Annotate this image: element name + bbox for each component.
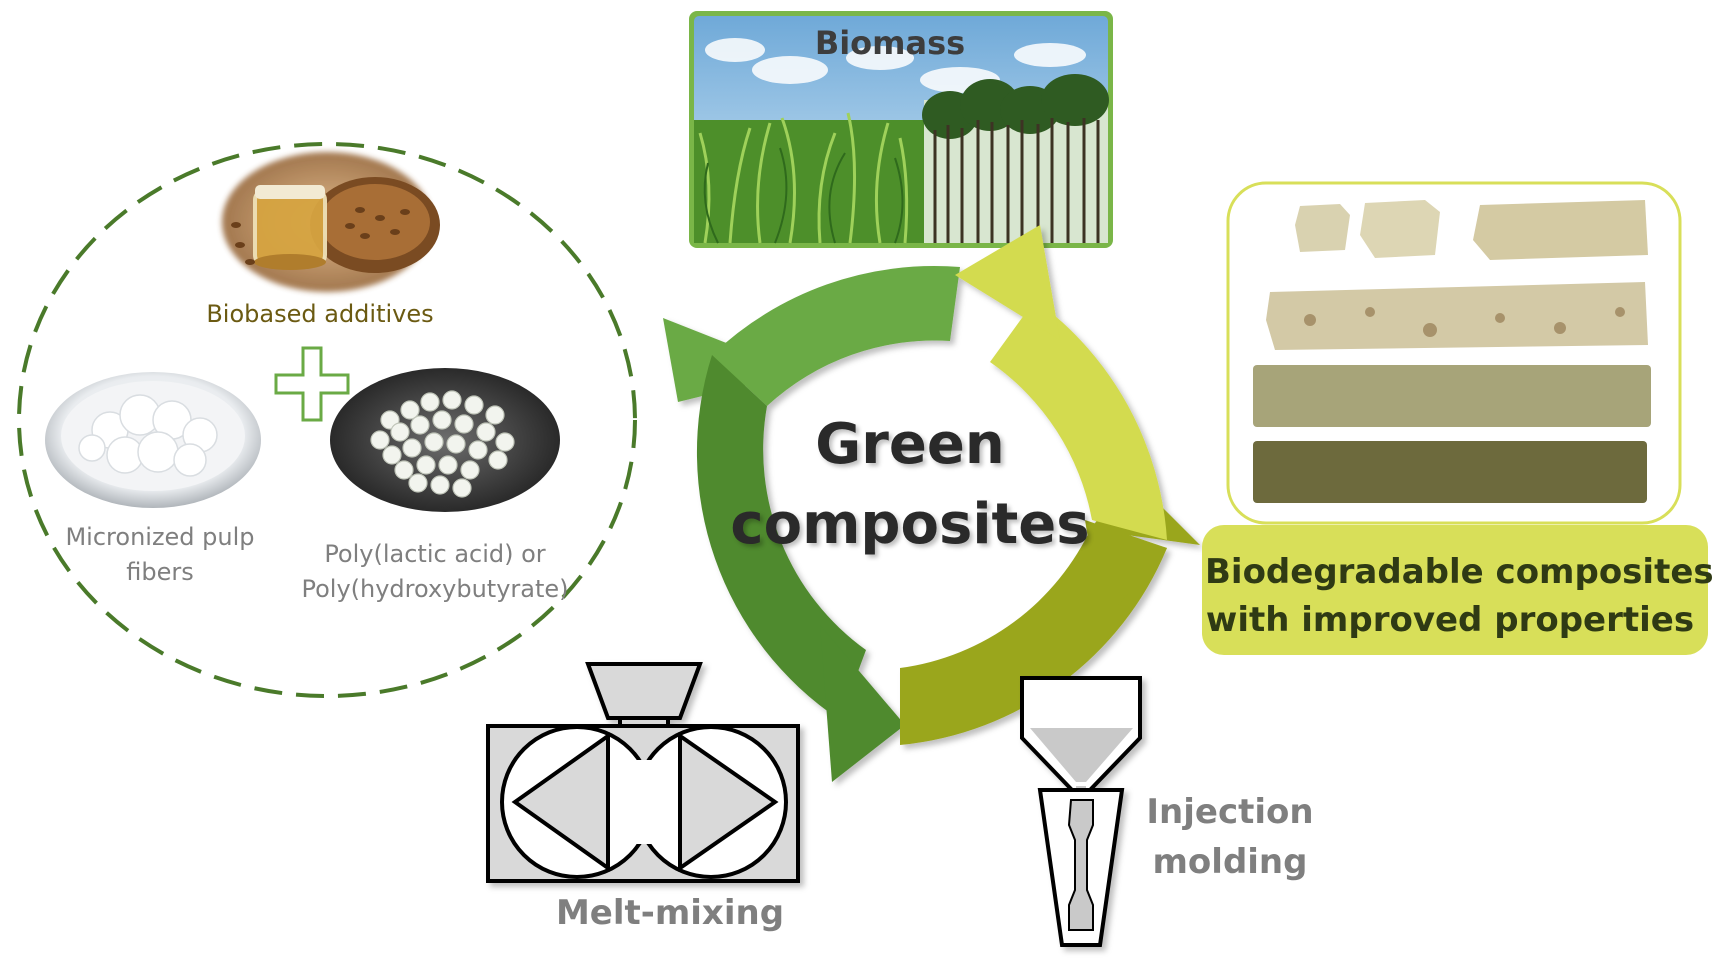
mixer-blade-right (678, 732, 779, 872)
polymer-label: Poly(lactic acid) or Poly(hydroxybutyrat… (280, 537, 590, 607)
mottled-sample (1266, 282, 1648, 350)
injection-label-line1: Injection (1146, 792, 1314, 832)
polymer-label-line2: Poly(hydroxybutyrate) (301, 575, 569, 603)
center-title-line1: Green (815, 412, 1005, 477)
pulp-fibers-label: Micronized pulp fibers (40, 520, 280, 590)
composite-samples-photo (1226, 181, 1682, 525)
result-label-box (1202, 525, 1708, 655)
melt-mixing-label: Melt-mixing (555, 893, 785, 933)
biomass-label: Biomass (814, 24, 966, 62)
injection-label-line2: molding (1152, 842, 1308, 882)
center-title: Green composites (690, 405, 1130, 565)
broken-sample-3 (1473, 200, 1648, 260)
center-title-line2: composites (730, 492, 1090, 557)
pulp-fibers-photo (45, 372, 261, 508)
arrow-result-to-biomass-head (955, 225, 1060, 340)
injection-molding-label: Injection molding (1110, 787, 1350, 887)
arrow-meltmixing-to-result-tail (1085, 520, 1167, 624)
arrow-inputs-to-meltmixing-head (820, 625, 905, 782)
mixer-blade-left (511, 732, 610, 872)
arrow-inputs-to-meltmixing (696, 355, 866, 720)
mixer-chamber-gap (620, 760, 668, 844)
biobased-additives-label: Biobased additives (206, 300, 434, 328)
inputs-dashed-circle (17, 142, 637, 698)
arrow-biomass-to-inputs (712, 265, 960, 406)
broken-sample-1 (1295, 204, 1350, 252)
polymer-pellets-photo (330, 368, 560, 512)
pulp-fibers-label-line1: Micronized pulp (65, 523, 255, 551)
melt-mixer-icon (486, 662, 800, 883)
beige-sample-bar (1253, 365, 1651, 427)
result-label-line1: Biodegradable composites (1205, 552, 1714, 592)
biomass-photo (689, 11, 1113, 248)
arrow-biomass-to-inputs-head (663, 318, 800, 402)
result-label: Biodegradable composites with improved p… (1205, 548, 1714, 644)
pulp-fibers-label-line2: fibers (126, 558, 194, 586)
brown-sample-bar (1253, 441, 1647, 503)
plus-icon (274, 346, 350, 422)
cycle-arrows (663, 225, 1200, 782)
result-label-line2: with improved properties (1205, 600, 1695, 640)
mold-dogbone-cavity (1067, 799, 1094, 931)
broken-sample-2 (1360, 200, 1440, 258)
mixer-hopper (585, 662, 703, 720)
flax-oil-photo (222, 152, 440, 292)
polymer-label-line1: Poly(lactic acid) or (324, 540, 546, 568)
injection-mold-icon (1020, 676, 1142, 947)
injection-material (1030, 728, 1133, 782)
arrow-result-to-biomass (990, 300, 1167, 540)
